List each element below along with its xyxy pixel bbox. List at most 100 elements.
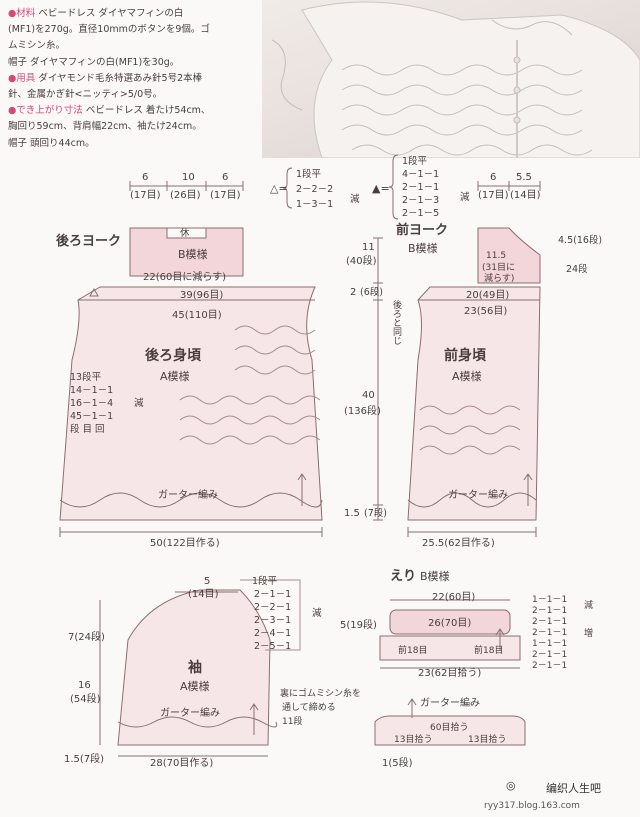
back-width-45: 45(110目) xyxy=(172,310,222,321)
front-top-row: (14目) xyxy=(510,190,541,201)
sleeve-bottom: 28(70目作る) xyxy=(150,757,213,769)
tools-line: 針、金属かぎ針<ニッティ>5/0号。 xyxy=(8,89,163,101)
front-body-shape xyxy=(407,286,541,521)
back-dec-line: 45－1－1 xyxy=(70,411,113,422)
sleeve-note: 11段 xyxy=(282,715,302,727)
formula-tail: 減 xyxy=(460,191,470,203)
formula-line: 1段平 xyxy=(296,168,322,180)
formula-filled-triangle: ▲= xyxy=(372,182,390,195)
garment-photo xyxy=(262,0,640,158)
formula-open-triangle: △= xyxy=(270,182,288,195)
sleeve-formula: 2－3－1 xyxy=(254,615,291,626)
collar-inc-tail: 増 xyxy=(584,627,593,639)
back-dec-line: 16－1－4 xyxy=(70,398,113,409)
formula-line: 4－1－1 xyxy=(402,169,439,180)
tools-label: 用具 xyxy=(16,72,36,84)
formula-line: 2－1－1 xyxy=(402,182,439,193)
sleeve-note: 通して締める xyxy=(282,701,336,713)
sleeve-top-rows: (14目) xyxy=(188,589,219,600)
collar-inc: 2－1－1 xyxy=(532,661,567,671)
front-neck-text: 減らす) xyxy=(484,272,514,284)
back-top-row: (26目) xyxy=(170,190,201,201)
formula-line: 1－3－1 xyxy=(296,199,333,210)
back-dec-tail: 減 xyxy=(134,397,144,409)
hat-materials-line: 帽子 ダイヤマフィンの白(MF1)を30g。 xyxy=(8,56,180,68)
back-yoke-shape xyxy=(129,227,244,277)
sleeve-formula-tail: 減 xyxy=(312,607,322,619)
collar-dec: 1－1－1 xyxy=(532,595,567,605)
back-top-row: (17目) xyxy=(130,190,161,201)
sleeve-garter: ガーター編み xyxy=(160,706,220,719)
front-height-40: 40 xyxy=(362,390,375,401)
collar-top: 22(60目) xyxy=(432,592,475,603)
front-side-rows: 24段 xyxy=(566,263,588,275)
back-top-row: (17目) xyxy=(210,190,241,201)
band-right: 13目拾う xyxy=(468,733,506,745)
front-height-40-rows: (136段) xyxy=(344,404,381,417)
formula-line: 2－1－5 xyxy=(402,208,439,219)
sleeve-height-7: 7(24段) xyxy=(68,630,105,643)
sleeve-shape xyxy=(117,579,301,746)
back-top-dim: 10 xyxy=(182,172,195,183)
front-width-20: 20(49目) xyxy=(466,290,509,301)
front-neck-text: 11.5 xyxy=(486,251,506,261)
bullet-marker: ● xyxy=(8,72,17,84)
collar-bottom: 23(62目拾う) xyxy=(418,666,481,679)
front-top-row: (17目) xyxy=(478,190,509,201)
back-yoke-top: 休 xyxy=(180,227,190,239)
front-garter: ガーター編み xyxy=(448,488,508,501)
band-mid: 60目拾う xyxy=(430,721,468,733)
hat-size-line: 帽子 頭回り44cm。 xyxy=(8,137,95,149)
back-title: 後ろ身頃 xyxy=(145,347,202,364)
bullet-marker: ● xyxy=(8,105,17,117)
materials-line: ベビードレス ダイヤマフィンの白 xyxy=(35,8,184,19)
size-line: 胸回り59cm、背肩幅22cm、袖たけ24cm。 xyxy=(8,121,202,133)
materials-line: (MF1)を270g。直径10mmのボタンを9個。ゴ xyxy=(8,24,210,36)
front-neck-text: (31目に xyxy=(482,262,515,273)
front-bottom: 25.5(62目作る) xyxy=(422,537,495,549)
formula-line: 2－1－3 xyxy=(402,195,439,206)
back-dec-line: 13段平 xyxy=(70,371,102,383)
materials-text: ●材料 ベビードレス ダイヤマフィンの白 (MF1)を270g。直径10mmのボ… xyxy=(8,6,283,152)
collar-dec: 2－1－1 xyxy=(532,628,567,638)
size-label: でき上がり寸法 xyxy=(16,105,83,117)
back-yoke-title: 後ろヨーク xyxy=(56,233,121,249)
collar-height: 5(19段) xyxy=(340,618,377,631)
sleeve-height-16-rows: (54段) xyxy=(70,692,101,705)
sleeve-note: 裏にゴムミシン糸を xyxy=(280,687,361,699)
sleeve-pattern: A模様 xyxy=(180,679,210,693)
sleeve-top-width: 5 xyxy=(204,576,210,587)
wechat-icon: ◎ xyxy=(506,779,516,792)
formula-tail: 減 xyxy=(350,193,360,205)
collar-right: 前18目 xyxy=(474,644,503,656)
collar-title: えり xyxy=(390,569,416,584)
back-yoke-bottom: 22(60目に減らす) xyxy=(143,270,226,283)
sleeve-height-16: 16 xyxy=(78,680,91,691)
collar-inc: 1－1－1 xyxy=(532,639,567,649)
formula-line: 2－2－2 xyxy=(296,184,333,195)
front-height-2-rows: (6段) xyxy=(360,286,383,298)
front-yoke-pattern: B模様 xyxy=(408,241,438,255)
collar-pattern: B模様 xyxy=(420,569,450,583)
front-height-2: 2 xyxy=(350,287,356,298)
collar-inc: 2－1－1 xyxy=(532,650,567,660)
front-width-23: 23(56目) xyxy=(464,306,507,317)
back-top-dim: 6 xyxy=(142,172,148,183)
back-garter: ガーター編み xyxy=(158,488,218,501)
materials-line: ムミシン糸。 xyxy=(8,40,66,52)
watermark-title: 编织人生吧 xyxy=(546,782,601,795)
hat-band-shape xyxy=(374,698,526,746)
back-width-39: 39(96目) xyxy=(180,290,223,301)
band-left: 13目拾う xyxy=(394,733,432,745)
collar-shape xyxy=(379,599,521,669)
front-height-11: 11 xyxy=(362,242,375,253)
collar-left: 前18目 xyxy=(398,644,427,656)
size-line: ベビードレス 着たけ54cm、 xyxy=(82,105,211,117)
collar-dec: 2－1－1 xyxy=(532,606,567,616)
sleeve-height-15: 1.5(7段) xyxy=(64,752,104,765)
back-yoke-pattern: B模様 xyxy=(178,247,208,261)
materials-label: 材料 xyxy=(16,8,36,19)
bullet-marker: ● xyxy=(8,8,17,19)
collar-dec-tail: 減 xyxy=(584,599,593,611)
